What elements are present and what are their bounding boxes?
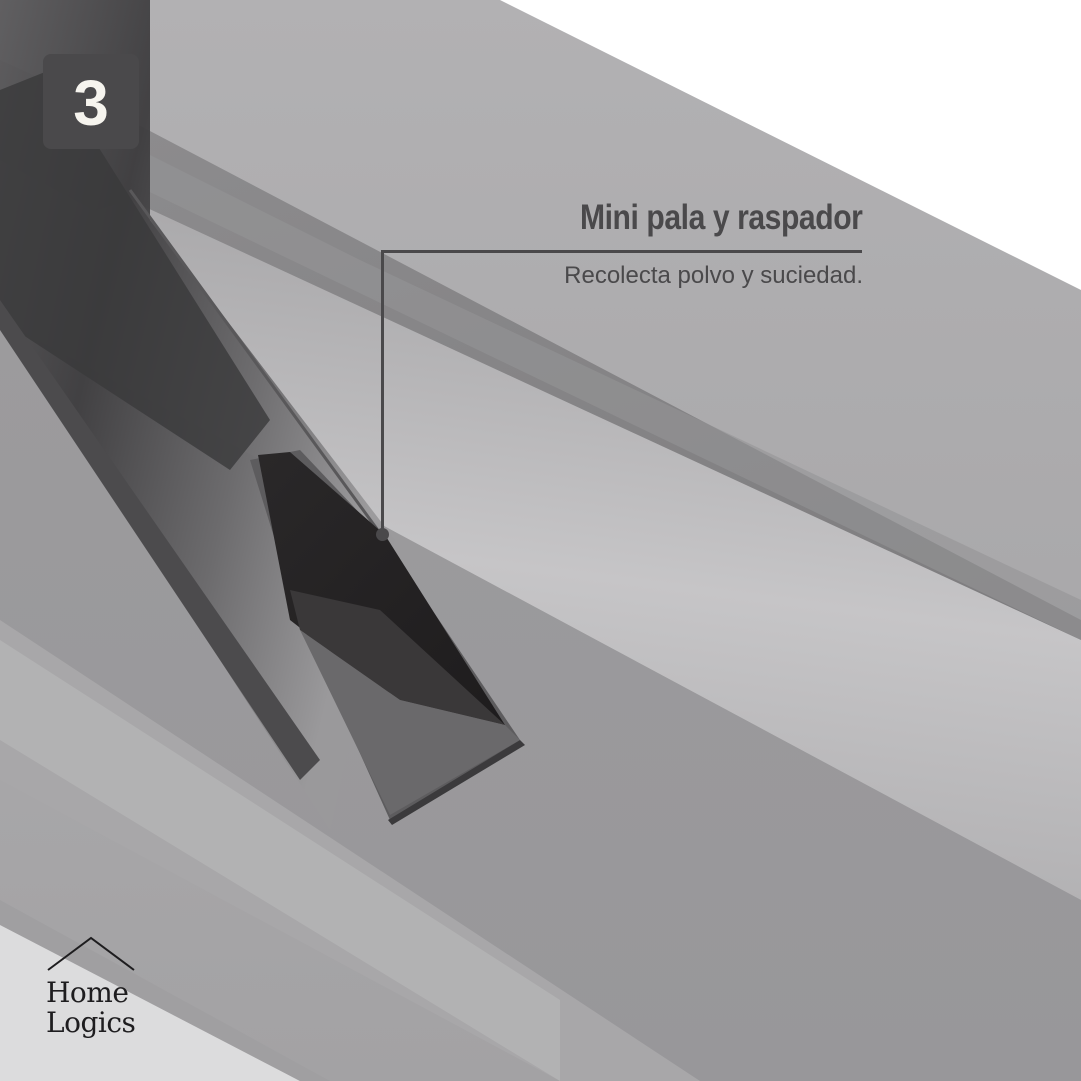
callout-title: Mini pala y raspador	[579, 198, 863, 237]
brand-name: Home Logics	[46, 978, 142, 1038]
brand-logo: Home Logics	[46, 936, 142, 1038]
callout-subtitle: Recolecta polvo y suciedad.	[564, 262, 863, 289]
brand-name-line2: Logics	[46, 1006, 136, 1039]
callout-leader-line-horizontal	[381, 250, 862, 253]
step-number: 3	[73, 66, 109, 139]
callout-anchor-dot	[376, 528, 389, 541]
brand-name-line1: Home	[46, 976, 129, 1009]
callout-leader-line-vertical	[381, 250, 384, 533]
step-number-badge: 3	[43, 54, 139, 149]
house-roof-icon	[47, 936, 135, 971]
